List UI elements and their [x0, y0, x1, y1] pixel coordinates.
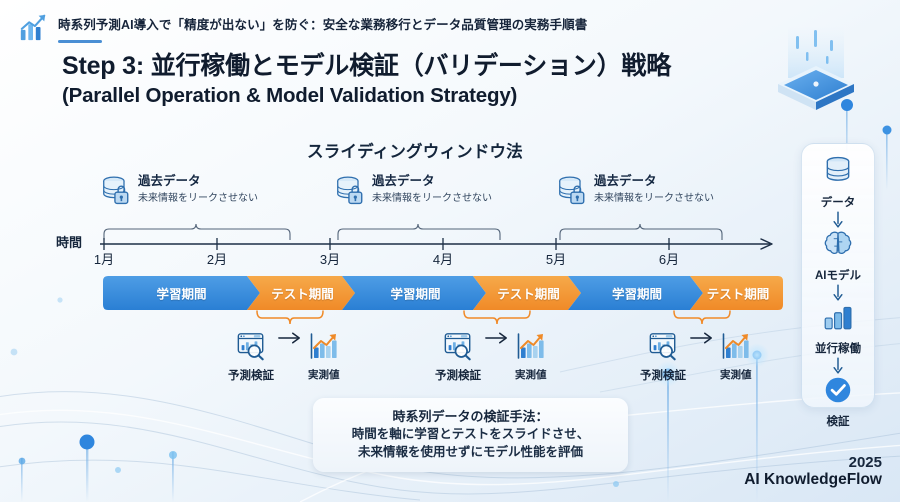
validation-group: 予測検証 実測値 — [640, 331, 752, 383]
arrow-down-icon — [832, 284, 844, 301]
section-title: スライディングウィンドウ法 — [307, 143, 523, 161]
month-label: 1月 — [93, 252, 115, 267]
forecast-search-icon — [648, 331, 678, 366]
data-note-title: 過去データ — [138, 174, 201, 188]
method-callout: 時系列データの検証手法： 時間を軸に学習とテストをスライドさせ、 未来情報を使用… — [313, 398, 628, 472]
database-lock-icon — [100, 173, 132, 205]
arrow-right-icon — [278, 331, 304, 371]
pipeline-node: 検証 — [822, 374, 854, 429]
forecast-search-icon — [236, 331, 266, 366]
band-label-training: 学習期間 — [390, 287, 441, 302]
data-note-title: 過去データ — [372, 174, 435, 188]
data-note-group: 過去データ未来情報をリークさせない — [556, 172, 714, 205]
timeline-axis-label: 時間 — [56, 235, 83, 250]
check-circle-icon — [822, 374, 854, 411]
arrow-right-icon — [485, 331, 511, 371]
actual-value-cell: 実測値 — [515, 331, 547, 382]
bar-chart-up-icon — [721, 331, 751, 366]
validation-group: 予測検証 実測値 — [435, 331, 547, 383]
band-label-test: テスト期間 — [706, 287, 770, 302]
bar-chart-icon — [822, 301, 854, 338]
test-brace-graphics — [256, 310, 731, 325]
band-label-training: 学習期間 — [611, 287, 663, 302]
footer-year: 2025 — [848, 454, 882, 472]
month-label: 2月 — [206, 252, 228, 267]
pipeline-side-panel: データ AIモデル 並行稼働 検証 — [801, 143, 875, 428]
pipeline-node-label: データ — [820, 197, 856, 209]
band-label-test: テスト期間 — [271, 287, 334, 302]
database-icon — [822, 155, 854, 192]
validation-group: 予測検証 実測値 — [228, 331, 340, 383]
footer: 2025 AI KnowledgeFlow — [744, 454, 882, 490]
pipeline-node-label: 並行稼働 — [815, 343, 861, 355]
header: 時系列予測AI導入で「精度が出ない」を防ぐ：安全な業務移行とデータ品質管理の実務… — [18, 12, 587, 43]
header-kicker: 時系列予測AI導入で「精度が出ない」を防ぐ：安全な業務移行とデータ品質管理の実務… — [58, 18, 588, 32]
predict-label: 予測検証 — [228, 370, 274, 382]
data-note-subtitle: 未来情報をリークさせない — [138, 193, 258, 204]
period-band-graphic — [103, 276, 783, 310]
band-label-test: テスト期間 — [497, 287, 560, 302]
predict-validation-cell: 予測検証 — [228, 331, 274, 383]
band-label-training: 学習期間 — [156, 287, 207, 302]
title-english: (Parallel Operation & Model Validation S… — [62, 83, 518, 107]
data-note-subtitle: 未来情報をリークさせない — [594, 193, 714, 204]
pipeline-node-label: 検証 — [826, 416, 850, 428]
actual-label: 実測値 — [720, 369, 752, 381]
actual-label: 実測値 — [515, 369, 547, 381]
data-note-group: 過去データ未来情報をリークさせない — [334, 172, 492, 205]
database-lock-icon — [334, 173, 366, 205]
actual-value-cell: 実測値 — [308, 331, 340, 382]
bar-chart-growth-icon — [20, 14, 46, 41]
actual-value-cell: 実測値 — [720, 331, 752, 382]
month-label: 6月 — [658, 252, 680, 267]
arrow-down-icon — [832, 357, 844, 374]
pipeline-node: AIモデル — [815, 228, 861, 283]
arrow-right-icon — [690, 331, 716, 371]
data-note-group: 過去データ未来情報をリークさせない — [100, 172, 258, 205]
predict-label: 予測検証 — [640, 370, 686, 382]
actual-label: 実測値 — [308, 369, 340, 381]
bar-chart-up-icon — [516, 331, 546, 366]
month-label: 3月 — [319, 252, 341, 267]
month-label: 5月 — [545, 252, 567, 267]
footer-brand: AI KnowledgeFlow — [744, 471, 882, 489]
pipeline-node: 並行稼働 — [815, 301, 861, 356]
predict-validation-cell: 予測検証 — [640, 331, 686, 383]
callout-heading: 時系列データの検証手法： — [392, 409, 549, 424]
arrow-down-icon — [832, 211, 844, 228]
database-lock-icon — [556, 173, 588, 205]
month-label: 4月 — [432, 252, 454, 267]
bar-chart-up-icon — [309, 331, 339, 366]
title-japanese: Step 3: 並行稼働とモデル検証（バリデーション）戦略 — [62, 52, 671, 80]
callout-line-1: 時間を軸に学習とテストをスライドさせ、 — [351, 427, 590, 441]
pipeline-node-label: AIモデル — [815, 270, 861, 282]
page-title: Step 3: 並行稼働とモデル検証（バリデーション）戦略 (Parallel … — [62, 52, 671, 108]
predict-label: 予測検証 — [435, 370, 481, 382]
brain-ai-icon — [822, 228, 854, 265]
timeline-axis-graphic — [100, 223, 773, 250]
predict-validation-cell: 予測検証 — [435, 331, 481, 383]
callout-line-2: 未来情報を使用せずにモデル性能を評価 — [357, 445, 583, 460]
pipeline-node: データ — [820, 155, 856, 210]
period-band — [103, 272, 793, 321]
data-note-subtitle: 未来情報をリークさせない — [372, 193, 492, 204]
header-rule — [58, 40, 102, 43]
forecast-search-icon — [443, 331, 473, 366]
data-note-title: 過去データ — [594, 174, 657, 188]
